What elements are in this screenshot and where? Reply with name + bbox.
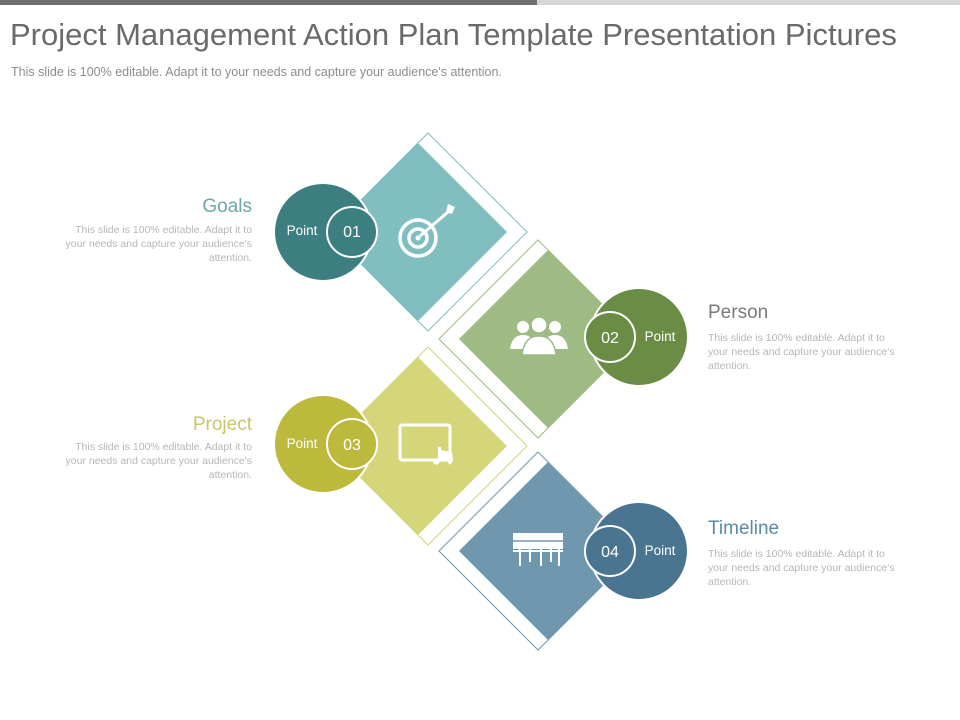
step-01: Point 01 [273,132,528,332]
top-accent-bar-light [537,0,960,5]
step-04: Point 04 [438,451,689,651]
page-subtitle: This slide is 100% editable. Adapt it to… [11,65,502,79]
step-04-point-label: Point [645,543,676,558]
step-03-square [329,357,507,535]
page-title: Project Management Action Plan Template … [10,17,897,52]
step-01-point-label: Point [287,223,318,238]
step-04-description: This slide is 100% editable. Adapt it to… [708,548,895,588]
step-02-point-label: Point [645,329,676,344]
step-03-point-label: Point [287,436,318,451]
step-03-number-circle [326,418,378,470]
step-03-description: This slide is 100% editable. Adapt it to… [65,441,252,481]
step-03: Point 03 [273,346,528,546]
people-icon [510,316,568,356]
timeline-icon [513,533,563,566]
step-02-number: 02 [601,330,619,347]
step-03-title: Project [192,414,252,435]
step-04-number: 04 [601,544,619,561]
step-01-title: Goals [202,196,252,217]
target-icon [398,204,455,258]
step-02: Point 02 [438,239,689,439]
step-01-square [329,143,507,321]
step-02-number-circle [584,311,636,363]
step-04-title: Timeline [708,518,780,539]
step-02-title: Person [708,302,769,323]
step-03-number: 03 [343,437,361,454]
step-01-number-circle [326,206,378,258]
top-accent-bar-dark [0,0,537,5]
step-04-number-circle [584,525,636,577]
step-01-number: 01 [343,224,361,241]
step-01-description: This slide is 100% editable. Adapt it to… [65,224,252,264]
touch-screen-icon [398,423,453,465]
step-02-description: This slide is 100% editable. Adapt it to… [708,332,895,372]
